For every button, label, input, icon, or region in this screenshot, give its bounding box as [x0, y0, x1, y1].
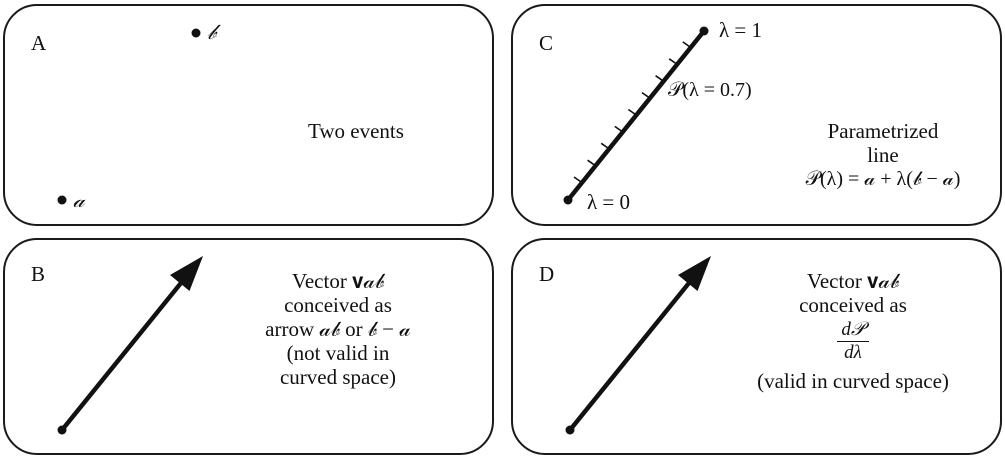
parametrized-line-graphic	[563, 26, 709, 205]
tick-mark	[655, 75, 665, 82]
two-events-caption: Two events	[308, 119, 404, 143]
tick-marks	[573, 41, 692, 184]
point-lambda-label: 𝒫(λ = 0.7)	[668, 79, 752, 101]
parametrized-line-caption: Parametrized line 𝒫(λ) = 𝒶 + λ(𝒷 − 𝒶)	[773, 119, 993, 191]
panel-a: A 𝒷 𝒶 Two events	[3, 4, 494, 226]
vector-derivative-caption: Vector 𝐯𝒶𝒷 conceived as d𝒫 dλ (valid in …	[723, 269, 983, 393]
fraction-denominator: dλ	[844, 342, 862, 363]
vector-tail-dot	[565, 425, 575, 435]
vector-arrow-shaft	[567, 275, 696, 433]
tick-mark	[614, 125, 624, 133]
lambda-one-dot	[699, 26, 709, 36]
caption-line-1: Vector 𝐯𝒶𝒷	[807, 269, 899, 293]
panel-d-letter: D	[539, 262, 555, 286]
lambda-one-label: λ = 1	[719, 18, 763, 42]
panel-d-graphic	[565, 256, 711, 435]
panel-d: D Vector 𝐯𝒶𝒷 conceived as d𝒫 dλ (valid i…	[511, 238, 1002, 455]
panel-a-graphic	[57, 28, 201, 205]
panel-b: B Vector 𝐯𝒶𝒷 conceived as arrow 𝒶𝒷 or 𝒷 …	[3, 238, 494, 455]
tick-mark	[627, 108, 637, 116]
vector-arrowhead	[678, 256, 711, 291]
tick-mark	[682, 41, 692, 49]
caption-line-1: Vector 𝐯𝒶𝒷	[292, 269, 384, 293]
event-b-dot	[191, 28, 201, 38]
caption-line-3: arrow 𝒶𝒷 or 𝒷 − 𝒶	[265, 317, 411, 341]
caption-line-3: 𝒫(λ) = 𝒶 + λ(𝒷 − 𝒶)	[805, 168, 961, 190]
derivative-fraction-row: d𝒫 dλ	[723, 317, 983, 369]
lambda-zero-dot	[563, 195, 573, 205]
caption-line-2: conceived as	[284, 293, 392, 317]
panel-c: C λ = 1 λ = 0 𝒫(λ = 0.7) Parametrized li…	[511, 4, 1002, 226]
caption-line-4: (not valid in	[286, 341, 390, 365]
panel-b-letter: B	[31, 262, 46, 286]
caption-line-2: line	[867, 143, 899, 167]
caption-line-2: conceived as	[799, 293, 907, 317]
tick-mark	[600, 142, 610, 150]
tick-mark	[668, 58, 678, 66]
panel-a-letter: A	[31, 31, 47, 55]
event-a-label: 𝒶	[73, 188, 85, 212]
derivative-fraction: d𝒫 dλ	[837, 319, 869, 364]
lambda-zero-label: λ = 0	[587, 190, 631, 214]
panel-c-letter: C	[539, 31, 554, 55]
vector-arrow-caption: Vector 𝐯𝒶𝒷 conceived as arrow 𝒶𝒷 or 𝒷 − …	[213, 269, 463, 389]
event-a-dot	[57, 195, 67, 205]
tick-mark	[587, 159, 597, 167]
caption-line-4: (valid in curved space)	[757, 369, 949, 393]
panel-b-graphic	[57, 256, 203, 435]
vector-tail-dot	[57, 425, 67, 435]
caption-line-5: curved space)	[279, 365, 396, 389]
caption-line-1: Parametrized	[827, 119, 939, 143]
tick-mark	[641, 91, 651, 99]
vector-arrowhead	[170, 256, 203, 291]
fraction-numerator: d𝒫	[837, 319, 869, 342]
event-b-label: 𝒷	[207, 20, 217, 44]
tick-mark	[573, 176, 583, 184]
vector-arrow-shaft	[59, 275, 188, 433]
